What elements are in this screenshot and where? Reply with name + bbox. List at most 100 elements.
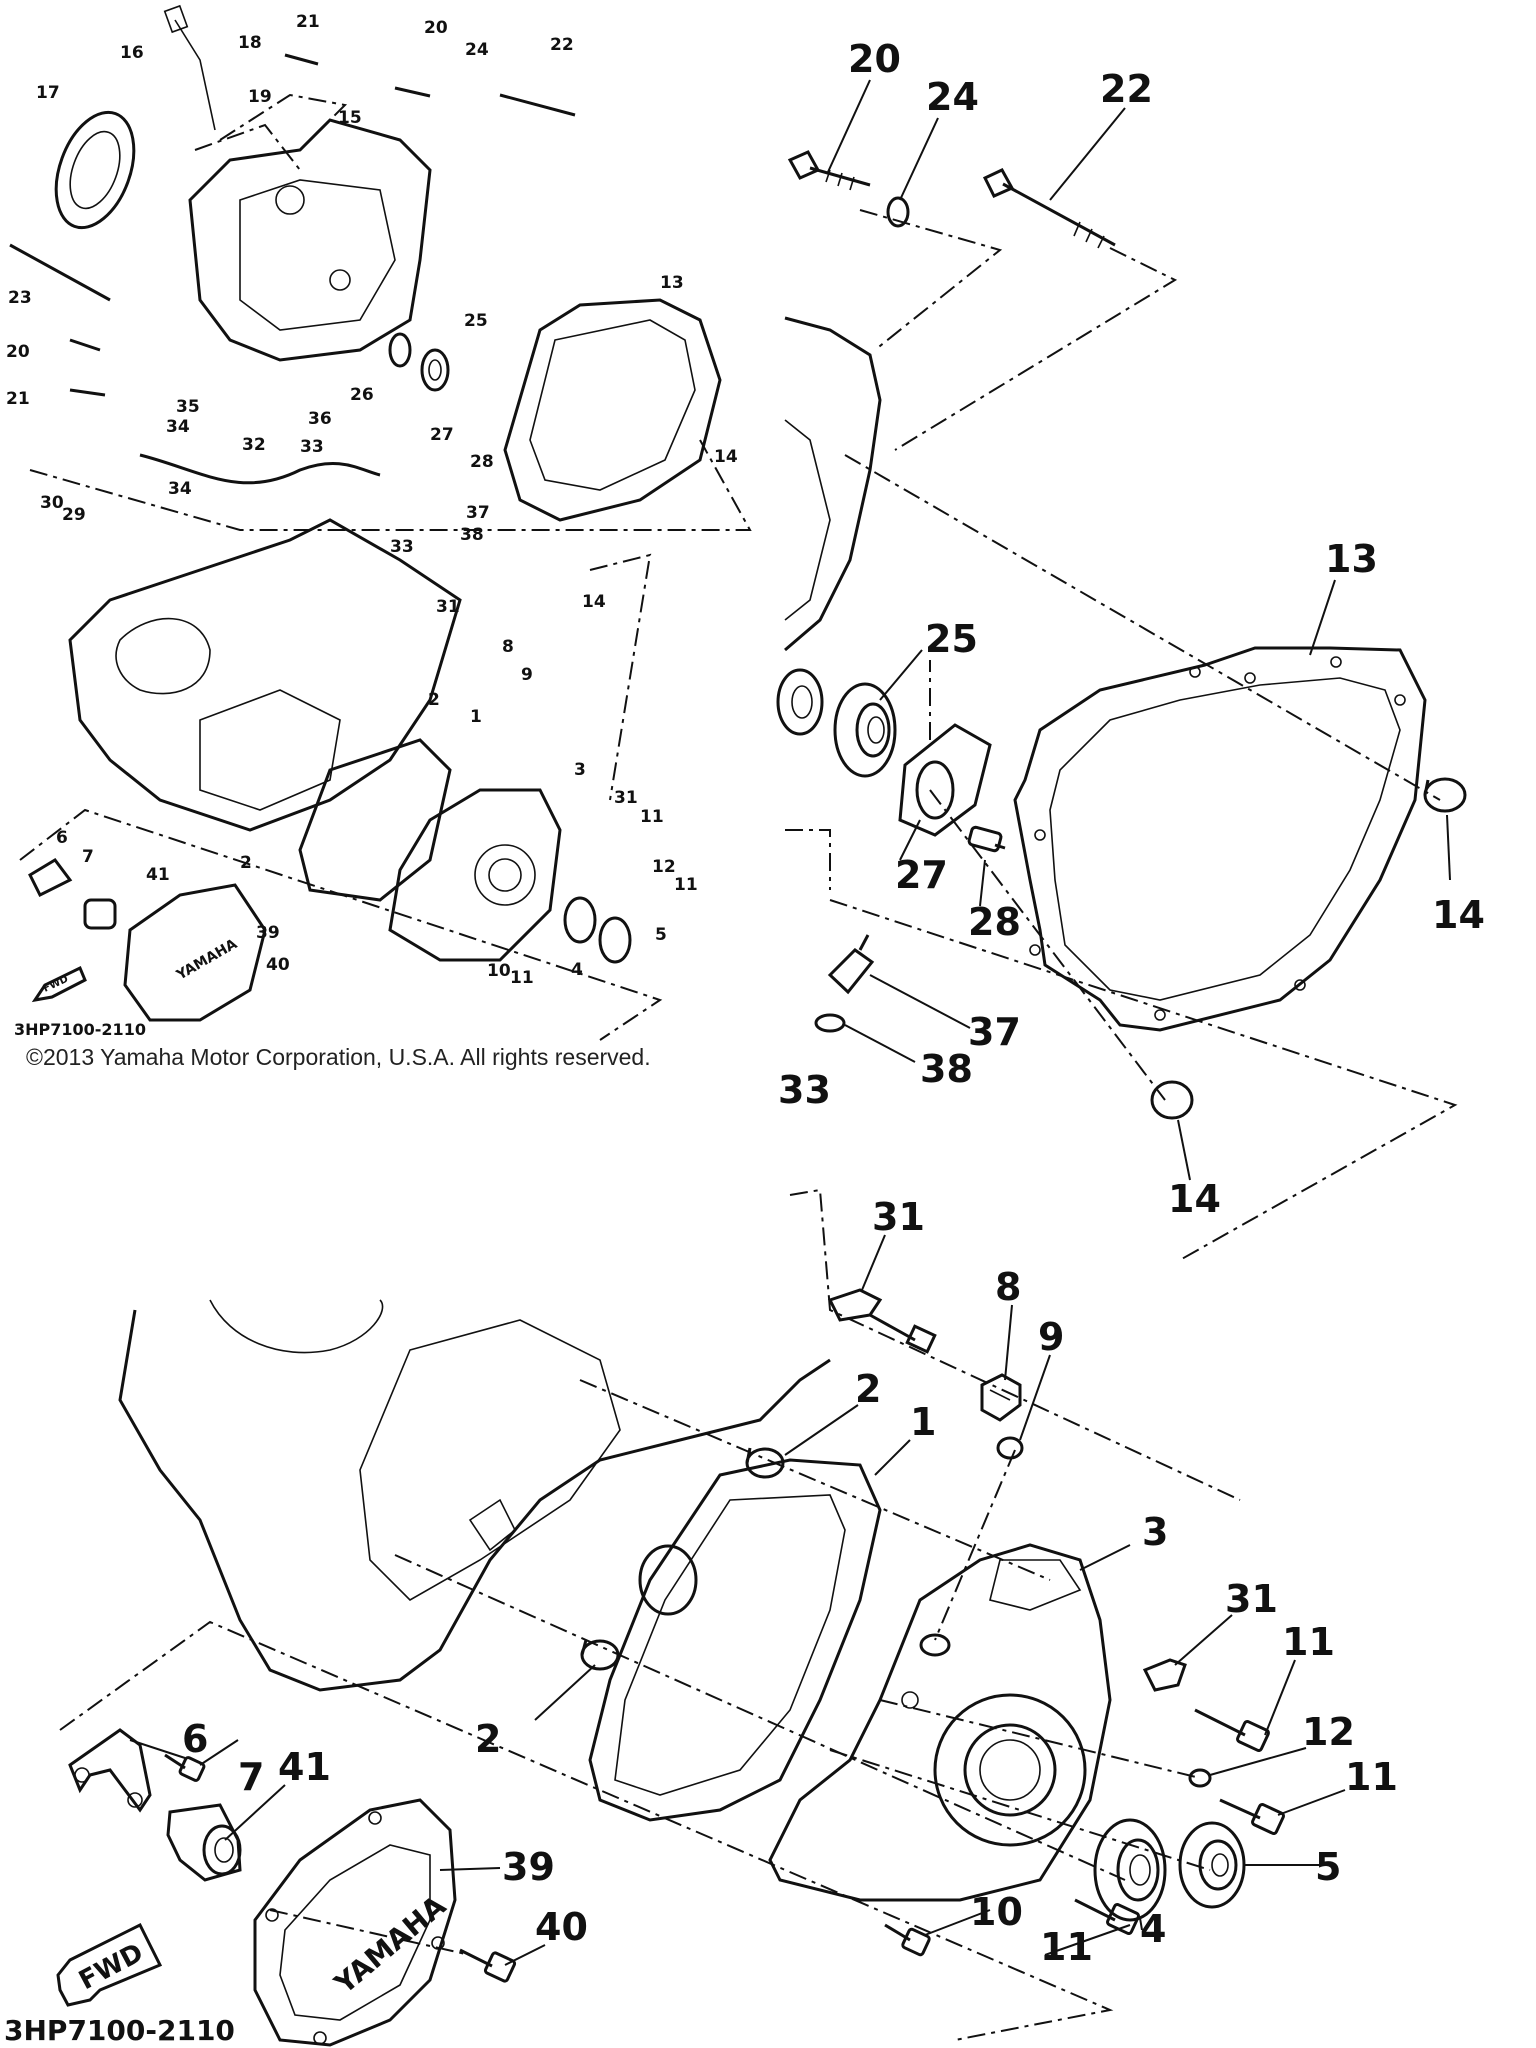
detail-bottom: YAMAHA FWD <box>4 1188 1398 2047</box>
fwd-arrow-icon: FWD <box>56 1922 163 2007</box>
label-24: 24 <box>926 75 979 119</box>
label-19: 19 <box>248 87 272 107</box>
label-38: 38 <box>920 1047 973 1091</box>
label-11: 11 <box>510 968 534 988</box>
label-6: 6 <box>56 828 68 848</box>
label-40: 40 <box>266 955 290 975</box>
brand-mark-small: YAMAHA <box>173 936 240 984</box>
dowel-pin-14-a <box>1423 777 1467 813</box>
label-21: 21 <box>6 389 30 409</box>
label-31: 31 <box>1225 1577 1278 1621</box>
label-4: 4 <box>571 960 583 980</box>
clamp-31-right <box>1142 1658 1187 1692</box>
label-27: 27 <box>895 853 948 897</box>
clutch-cover-overview <box>388 788 562 962</box>
yamaha-cover-39: YAMAHA <box>253 1798 457 2047</box>
label-1: 1 <box>470 707 482 727</box>
diagram-code-detail: 3HP7100-2110 <box>4 2014 235 2047</box>
label-30: 30 <box>40 493 64 513</box>
crankcase-cover <box>188 118 432 362</box>
label-14: 14 <box>1168 1177 1221 1221</box>
label-21: 21 <box>296 12 320 32</box>
label-11: 11 <box>674 875 698 895</box>
label-3: 3 <box>1142 1510 1168 1554</box>
label-2: 2 <box>475 1717 501 1761</box>
brand-mark: YAMAHA <box>328 1889 453 2001</box>
label-37: 37 <box>466 503 490 523</box>
overview-diagram: YAMAHA FWD 1 2 2 3 4 5 6 7 8 9 10 11 <box>6 4 752 1041</box>
cover-gasket-13 <box>1013 646 1427 1032</box>
dowel-pin-2-a <box>745 1447 785 1479</box>
dowel-pin-14-b <box>1150 1080 1194 1120</box>
yamaha-cover-overview <box>123 883 267 1022</box>
label-33: 33 <box>390 537 414 557</box>
copyright-notice: ©2013 Yamaha Motor Corporation, U.S.A. A… <box>26 1044 651 1070</box>
clamp-31-top <box>827 1288 883 1322</box>
label-28: 28 <box>968 900 1021 944</box>
label-28: 28 <box>470 452 494 472</box>
label-32: 32 <box>242 435 266 455</box>
label-1: 1 <box>910 1400 936 1444</box>
label-22: 22 <box>1100 67 1153 111</box>
label-5: 5 <box>1315 1845 1341 1889</box>
crankcase-overview <box>68 518 462 832</box>
detail-top-right: 20 24 22 13 25 27 28 14 37 38 33 14 <box>776 37 1485 1261</box>
oil-pipe <box>139 453 381 485</box>
label-31: 31 <box>436 597 460 617</box>
label-20: 20 <box>848 37 901 81</box>
label-39: 39 <box>256 923 280 943</box>
label-37: 37 <box>968 1010 1021 1054</box>
label-15: 15 <box>338 108 362 128</box>
label-14: 14 <box>1432 893 1485 937</box>
label-33: 33 <box>778 1068 831 1112</box>
fwd-arrow-small-icon: FWD <box>31 965 87 1003</box>
leader-lines-bottom <box>129 1234 1346 1966</box>
bolt-22 <box>982 168 1116 249</box>
label-9: 9 <box>1038 1315 1064 1359</box>
label-11: 11 <box>1282 1620 1335 1664</box>
label-34: 34 <box>166 417 190 437</box>
label-14: 14 <box>582 592 606 612</box>
bearing-4 <box>1093 1818 1167 1922</box>
label-17: 17 <box>36 83 60 103</box>
label-10: 10 <box>487 961 511 981</box>
bracket-6 <box>68 1728 152 1813</box>
label-13: 13 <box>1325 537 1378 581</box>
clutch-cover-3 <box>768 1543 1112 1902</box>
label-7: 7 <box>82 847 94 867</box>
label-2: 2 <box>428 690 440 710</box>
label-36: 36 <box>308 409 332 429</box>
label-34: 34 <box>168 479 192 499</box>
label-8: 8 <box>995 1265 1021 1309</box>
bolt-11-a <box>1194 1708 1270 1752</box>
crankcase-fragment-top <box>784 316 882 652</box>
label-3: 3 <box>574 760 586 780</box>
label-31: 31 <box>872 1195 925 1239</box>
label-16: 16 <box>120 43 144 63</box>
svg-text:FWD: FWD <box>74 1938 148 1996</box>
oil-seal-5 <box>1178 1821 1246 1909</box>
bolt-31-top <box>869 1313 937 1354</box>
label-18: 18 <box>238 33 262 53</box>
label-40: 40 <box>535 1905 588 1949</box>
gasket-1 <box>588 1458 882 1822</box>
bolt-28 <box>967 825 1006 853</box>
label-9: 9 <box>521 665 533 685</box>
label-38: 38 <box>460 525 484 545</box>
overview-labels: 1 2 2 3 4 5 6 7 8 9 10 11 11 11 12 13 14… <box>6 12 738 988</box>
generator-cover <box>54 110 136 230</box>
label-2: 2 <box>855 1367 881 1411</box>
label-27: 27 <box>430 425 454 445</box>
label-11: 11 <box>640 807 664 827</box>
bottom-labels: 31 8 9 2 1 3 31 11 12 11 5 2 6 7 41 39 4… <box>182 1195 1398 1969</box>
label-25: 25 <box>925 617 978 661</box>
bolt-10 <box>884 1923 931 1957</box>
label-26: 26 <box>350 385 374 405</box>
crankcase-fragment-bottom <box>118 1309 831 1692</box>
drain-plug-8 <box>980 1373 1022 1422</box>
label-5: 5 <box>655 925 667 945</box>
gasket-overview <box>298 738 452 902</box>
top-right-labels: 20 24 22 13 25 27 28 14 37 38 33 14 <box>778 37 1485 1221</box>
neutral-switch-37 <box>827 934 875 995</box>
